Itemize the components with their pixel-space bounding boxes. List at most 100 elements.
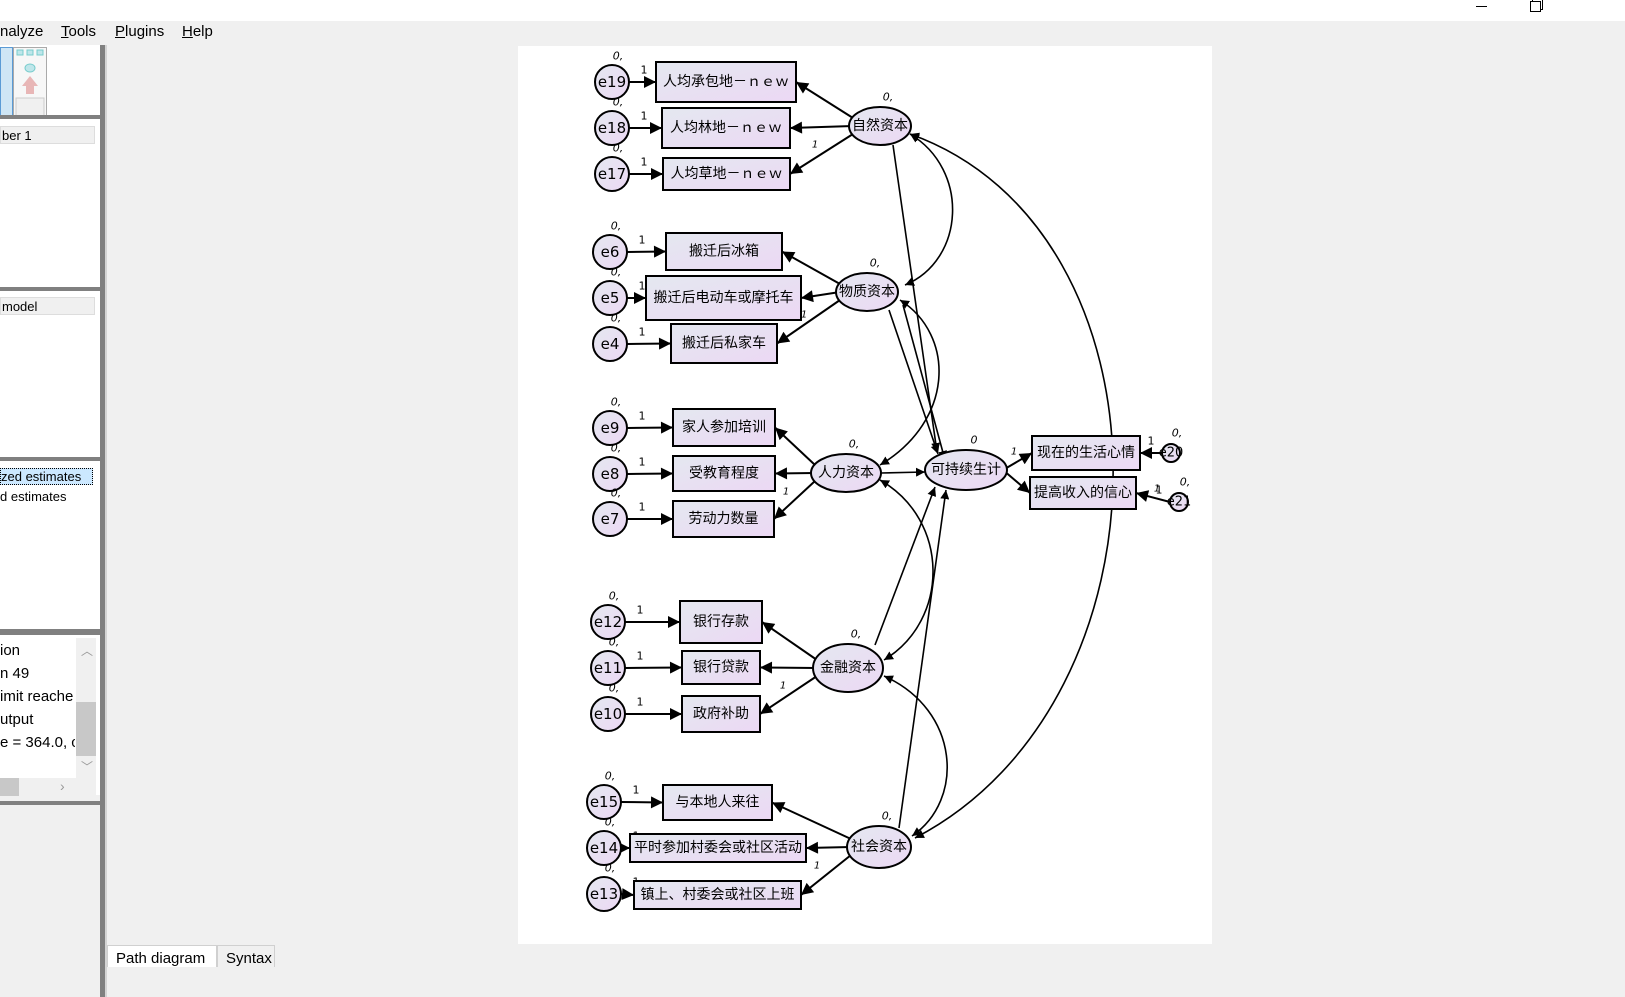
- model-field[interactable]: model: [0, 297, 95, 315]
- observed-variable-label: 镇上、村委会或社区上班: [641, 887, 795, 903]
- observed-variable-label: 家人参加培训: [682, 419, 766, 436]
- latent-variable-ellipse: [835, 272, 899, 312]
- error-path-arrow: [620, 796, 664, 809]
- horizontal-scroll-thumb[interactable]: [0, 778, 19, 796]
- panel-divider[interactable]: [0, 801, 104, 805]
- observed-variable-label: 人均草地－ｎｅｗ: [671, 166, 783, 182]
- error-path-arrow: [626, 421, 674, 434]
- observed-variable-box: [665, 232, 783, 271]
- covariance-arrow: [879, 299, 940, 466]
- factor-loading-arrow: [774, 426, 816, 466]
- observed-variable-box: [672, 500, 775, 538]
- observed-variable-label: 搬迁后电动车或摩托车: [654, 289, 794, 306]
- error-variance-label: 0,: [613, 96, 624, 109]
- latent-variable-label: 自然资本: [852, 117, 908, 134]
- error-term-circle: [586, 876, 622, 912]
- minimize-button[interactable]: [1458, 0, 1504, 21]
- menu-tools[interactable]: Tools: [61, 23, 96, 40]
- unstandardized-estimates-item[interactable]: d estimates: [0, 489, 67, 504]
- view-output-icon[interactable]: [13, 47, 47, 121]
- path-coefficient-label: 1: [639, 326, 646, 339]
- factor-loading-arrow: [805, 841, 852, 854]
- estimates-panel: zed estimates d estimates: [0, 461, 100, 629]
- error-variance-label: 0,: [611, 220, 622, 233]
- panel-divider[interactable]: [0, 457, 104, 461]
- menu-help[interactable]: Help: [182, 23, 213, 40]
- factor-loading-arrow: [795, 81, 854, 119]
- observed-variable-box: [670, 323, 778, 364]
- error-term-label: e6: [601, 243, 620, 261]
- observed-variable-box: [681, 695, 761, 733]
- error-variance-label: 0,: [613, 50, 624, 63]
- covariance-arrow: [883, 675, 948, 837]
- vertical-scroll-thumb[interactable]: [76, 702, 96, 756]
- error-term-circle: [592, 456, 628, 492]
- restore-button[interactable]: [1512, 0, 1558, 21]
- panel-divider[interactable]: [0, 629, 104, 635]
- factor-loading-arrow: [1002, 452, 1033, 471]
- standardized-estimates-item[interactable]: zed estimates: [0, 468, 93, 485]
- error-term-circle: [592, 501, 628, 537]
- observed-variable-label: 劳动力数量: [689, 511, 759, 527]
- path-diagram-canvas[interactable]: 11111111111111111 人均承包地－ｎｅｗe190,人均林地－ｎｅｗ…: [518, 46, 1212, 944]
- error-variance-label: 0,: [1172, 427, 1183, 440]
- observed-variable-label: 提高收入的信心: [1034, 484, 1132, 501]
- error-variance-label: 0,: [611, 487, 622, 500]
- menu-analyze[interactable]: nalyze: [0, 23, 44, 40]
- title-bar: [0, 0, 1625, 21]
- observed-variable-label: 搬迁后冰箱: [689, 244, 759, 260]
- path-coefficient-label: 1: [1148, 435, 1155, 448]
- error-term-label: e21: [1167, 495, 1192, 510]
- observed-variable-label: 受教育程度: [689, 466, 759, 482]
- splitter[interactable]: [100, 45, 105, 997]
- error-term-label: e15: [590, 793, 618, 811]
- error-variance-label: 0,: [609, 590, 620, 603]
- panel-divider[interactable]: [0, 115, 104, 119]
- observed-variable-box: [661, 107, 791, 149]
- factor-loading-arrow: [1002, 469, 1031, 494]
- factor-loading-arrow: [776, 299, 841, 345]
- latent-variable-ellipse: [810, 453, 882, 493]
- group-field[interactable]: ber 1: [0, 126, 95, 144]
- path-coefficient-label: 1: [641, 110, 648, 123]
- factor-loading-arrow: [771, 801, 852, 840]
- tab-syntax[interactable]: Syntax: [217, 945, 275, 967]
- error-path-arrow: [624, 661, 683, 674]
- error-term-circle: [594, 64, 630, 100]
- panel-divider[interactable]: [0, 287, 104, 291]
- fixed-loading-label: 1: [801, 310, 807, 321]
- error-term-circle: [590, 650, 626, 686]
- menu-tools-rest: ools: [68, 23, 97, 40]
- scroll-up-icon[interactable]: ︿: [81, 644, 94, 658]
- scroll-down-icon[interactable]: ﹀: [81, 760, 94, 774]
- error-term-label: e4: [601, 335, 620, 353]
- messages-horizontal-scrollbar[interactable]: ›: [0, 778, 96, 796]
- error-variance-label: 0,: [605, 770, 616, 783]
- factor-loading-arrow: [800, 290, 841, 303]
- factor-loading-arrow: [781, 250, 841, 285]
- scroll-right-icon[interactable]: ›: [60, 778, 65, 794]
- error-path-arrow: [620, 888, 635, 901]
- error-path-arrow: [626, 245, 667, 258]
- factor-loading-arrow: [773, 480, 816, 520]
- path-coefficient-label: 1: [641, 156, 648, 169]
- menu-bar: nalyze Tools Plugins Help: [0, 21, 1625, 45]
- latent-variable-label: 物质资本: [839, 284, 895, 300]
- observed-variable-box: [672, 455, 776, 492]
- menu-plugins-mnemonic: P: [115, 23, 126, 40]
- menu-tools-mnemonic: T: [61, 23, 69, 40]
- menu-plugins[interactable]: Plugins: [115, 23, 164, 40]
- path-coefficient-label: 1: [637, 696, 644, 709]
- restore-icon: [1529, 1, 1541, 12]
- error-term-label: e20: [1159, 446, 1184, 461]
- error-term-circle: [586, 784, 622, 820]
- error-variance-label: 0,: [611, 312, 622, 325]
- structural-path-arrow: [898, 489, 950, 829]
- view-input-icon[interactable]: [0, 47, 13, 121]
- message-line: imit reache: [0, 688, 74, 705]
- tab-path-diagram[interactable]: Path diagram: [107, 945, 217, 967]
- fixed-loading-label: 1: [814, 861, 820, 872]
- latent-variance-label: 0,: [882, 810, 893, 823]
- message-line: ion: [0, 642, 21, 659]
- error-term-circle: [586, 830, 622, 866]
